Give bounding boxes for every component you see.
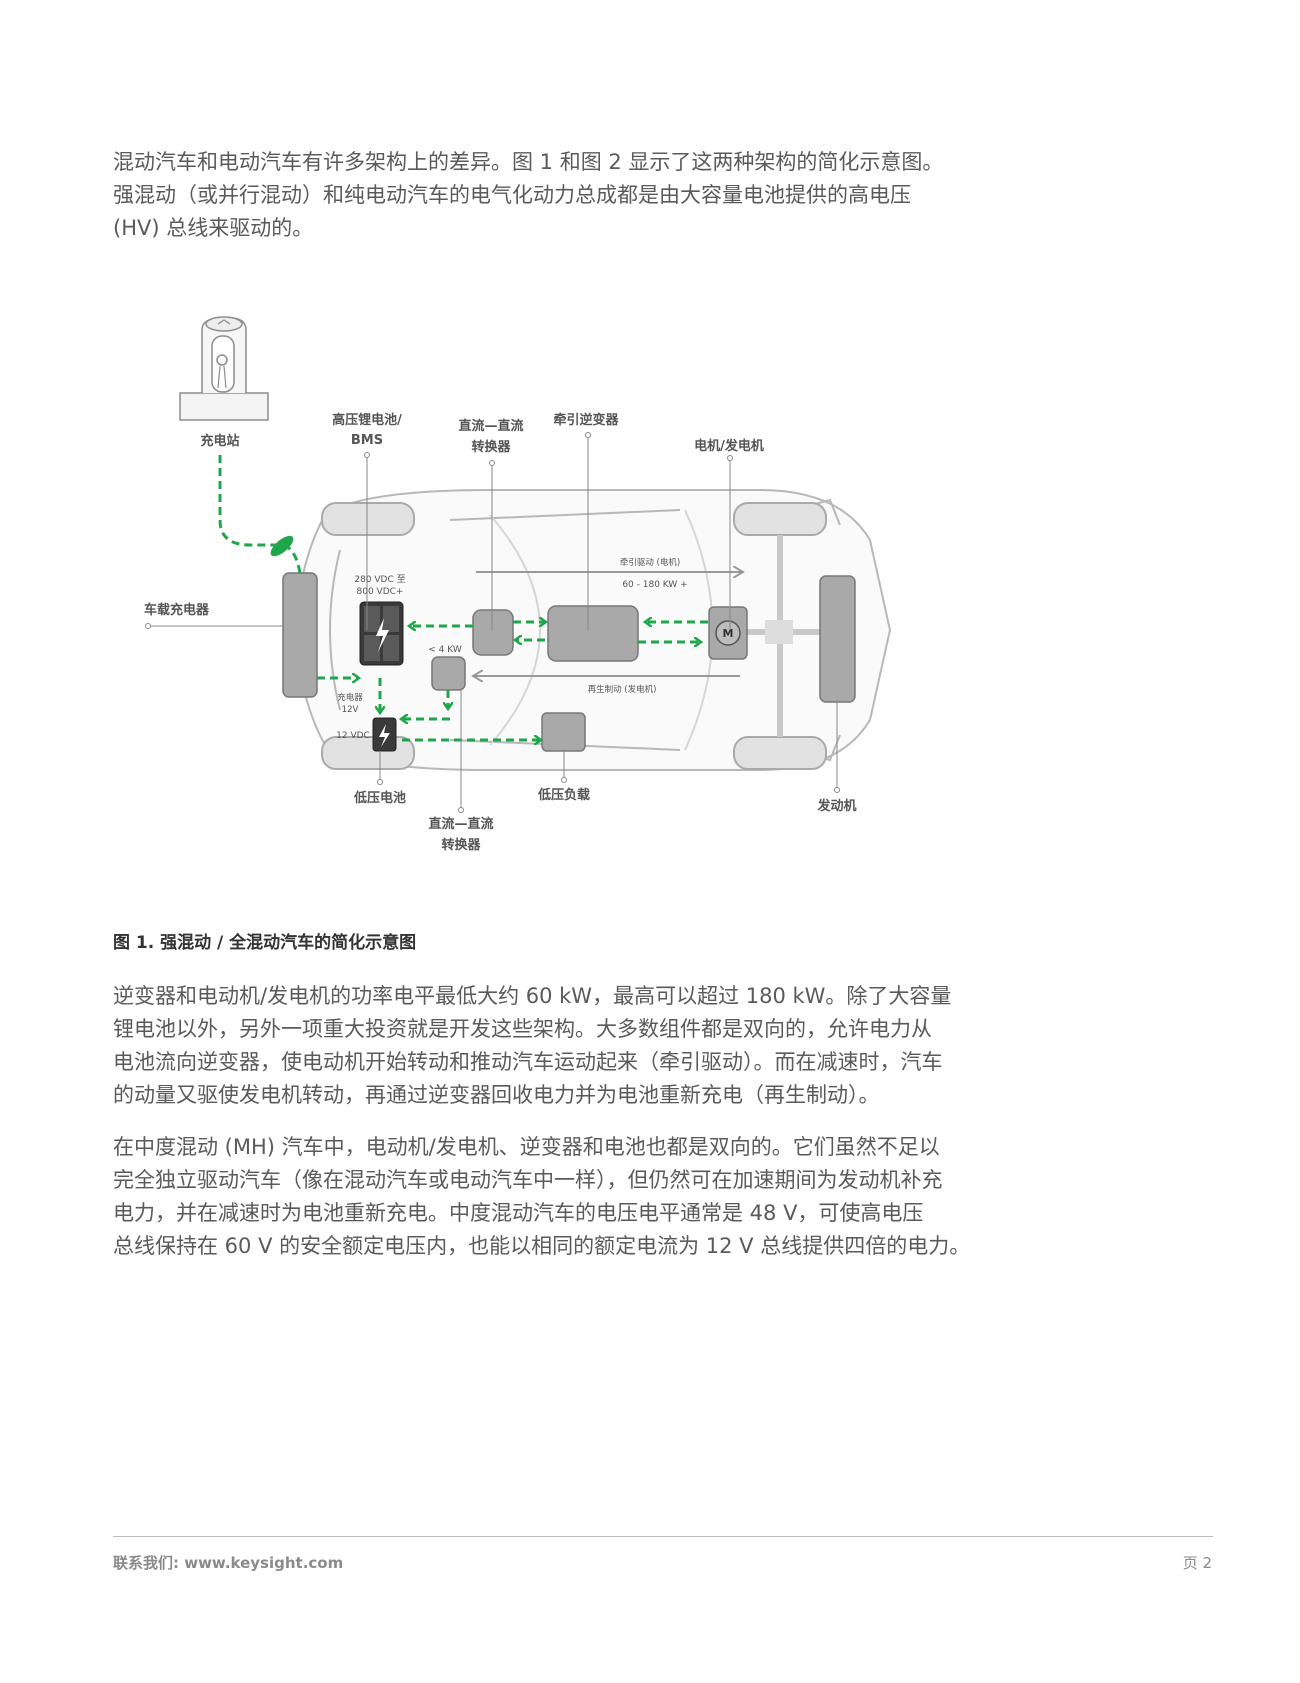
para2-line: 电池流向逆变器，使电动机开始转动和推动汽车运动起来（牵引驱动）。而在减速时，汽车 (113, 1050, 943, 1074)
dcdc-top-label-2: 转换器 (471, 439, 511, 455)
lv-load-block (541, 712, 586, 752)
power-flow-lines (218, 455, 708, 740)
para3-line: 完全独立驱动汽车（像在混动汽车或电动汽车中一样），但仍然可在加速期间为发动机补充 (113, 1168, 943, 1192)
hv-battery-icon (359, 601, 404, 666)
charging-plug-icon (270, 535, 294, 557)
dcdc-converter-top-block (472, 609, 514, 656)
traction-drive-label: 牵引驱动 (电机) (620, 557, 680, 568)
para3-line: 电力，并在减速时为电池重新充电。中度混动汽车的电压电平通常是 48 V，可使高电… (113, 1201, 924, 1225)
motor-generator-label: 电机/发电机 (694, 438, 764, 454)
footer-contact-link[interactable]: 联系我们: www.keysight.com (113, 1554, 344, 1572)
lv-load-label: 低压负载 (537, 787, 590, 803)
page-number: 页 2 (1182, 1554, 1212, 1572)
traction-inverter-label: 牵引逆变器 (553, 412, 619, 428)
charger-12v-label-2: 12V (342, 705, 359, 715)
hv-battery-label-1: 高压锂电池/ (332, 412, 402, 428)
body-paragraph-3: 在中度混动 (MH) 汽车中，电动机/发电机、逆变器和电池也都是双向的。它们虽然… (113, 1131, 973, 1263)
intro-line: (HV) 总线来驱动的。 (113, 216, 314, 240)
footer-divider (113, 1536, 1213, 1537)
regen-braking-label: 再生制动 (发电机) (588, 684, 657, 695)
hv-voltage-label-2: 800 VDC+ (357, 587, 404, 597)
dcdc-bottom-label-2: 转换器 (441, 837, 481, 853)
intro-line: 强混动（或并行混动）和纯电动汽车的电气化动力总成都是由大容量电池提供的高电压 (113, 183, 911, 207)
charging-station-label: 充电站 (200, 433, 239, 449)
para3-line: 总线保持在 60 V 的安全额定电压内，也能以相同的额定电流为 12 V 总线提… (113, 1234, 971, 1258)
onboard-charger-label: 车载充电器 (144, 602, 210, 618)
motor-icon: M (708, 606, 748, 660)
motor-symbol: M (723, 627, 734, 640)
engine-block (819, 575, 856, 703)
dcdc-top-label-1: 直流—直流 (458, 418, 523, 434)
para2-line: 锂电池以外，另外一项重大投资就是开发这些架构。大多数组件都是双向的，允许电力从 (113, 1017, 932, 1041)
leader-lines (145, 432, 840, 813)
charger-12v-label-1: 充电器 (337, 692, 363, 703)
charging-station-icon (179, 316, 269, 421)
para2-line: 的动量又驱使发电机转动，再通过逆变器回收电力并为电池重新充电（再生制动）。 (113, 1083, 880, 1107)
figure-caption: 图 1. 强混动 / 全混动汽车的简化示意图 (113, 933, 417, 953)
intro-paragraph: 混动汽车和电动汽车有许多架构上的差异。图 1 和图 2 显示了这两种架构的简化示… (113, 146, 973, 245)
lt-4kw-label: < 4 KW (428, 645, 462, 655)
onboard-charger-block (282, 572, 318, 698)
dcdc-converter-bottom-block (431, 656, 466, 691)
rear-axle (740, 535, 820, 737)
para2-line: 逆变器和电动机/发电机的功率电平最低大约 60 kW，最高可以超过 180 kW… (113, 984, 952, 1008)
lv-battery-icon (372, 717, 397, 752)
hv-battery-label-2: BMS (351, 433, 383, 448)
lv-12vdc-label: 12 VDC (336, 731, 370, 741)
power-range-label: 60 - 180 KW + (622, 580, 687, 590)
para3-line: 在中度混动 (MH) 汽车中，电动机/发电机、逆变器和电池也都是双向的。它们虽然… (113, 1135, 940, 1159)
intro-line: 混动汽车和电动汽车有许多架构上的差异。图 1 和图 2 显示了这两种架构的简化示… (113, 150, 944, 174)
lv-battery-label: 低压电池 (353, 790, 406, 806)
hv-voltage-label-1: 280 VDC 至 (354, 574, 405, 585)
dcdc-bottom-label-1: 直流—直流 (428, 816, 493, 832)
traction-inverter-block (547, 605, 639, 662)
engine-label: 发动机 (816, 798, 856, 814)
hybrid-architecture-diagram: 充电站 M (144, 316, 892, 853)
body-paragraph-2: 逆变器和电动机/发电机的功率电平最低大约 60 kW，最高可以超过 180 kW… (113, 980, 973, 1112)
